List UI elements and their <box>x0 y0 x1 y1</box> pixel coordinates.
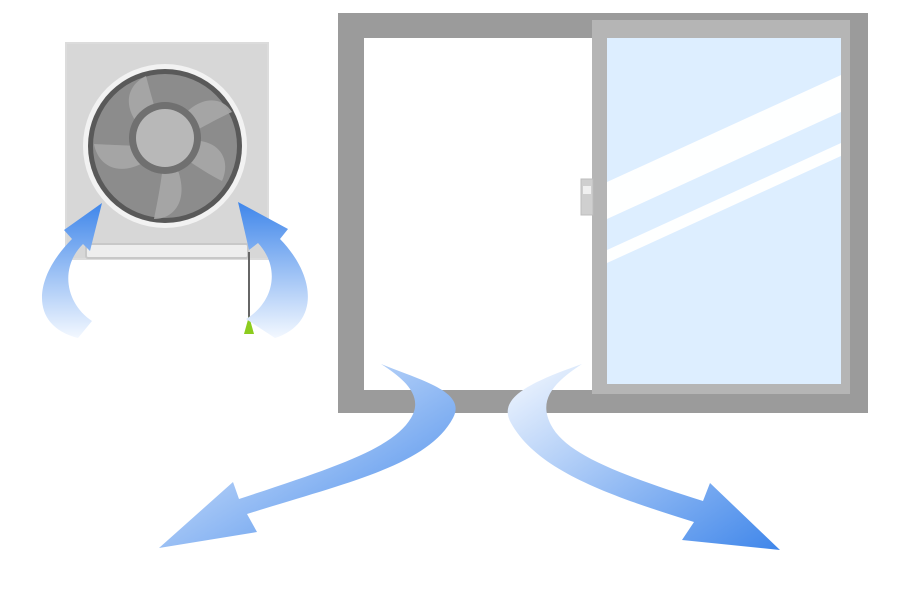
ventilation-fan-icon <box>65 42 269 334</box>
fan-hub <box>136 109 194 167</box>
window-open-area <box>364 38 592 390</box>
fan-shutter <box>86 244 248 258</box>
window-latch <box>581 179 593 215</box>
window-glass <box>607 38 841 384</box>
window-latch-detail <box>583 186 591 194</box>
sliding-window-icon <box>338 13 868 413</box>
